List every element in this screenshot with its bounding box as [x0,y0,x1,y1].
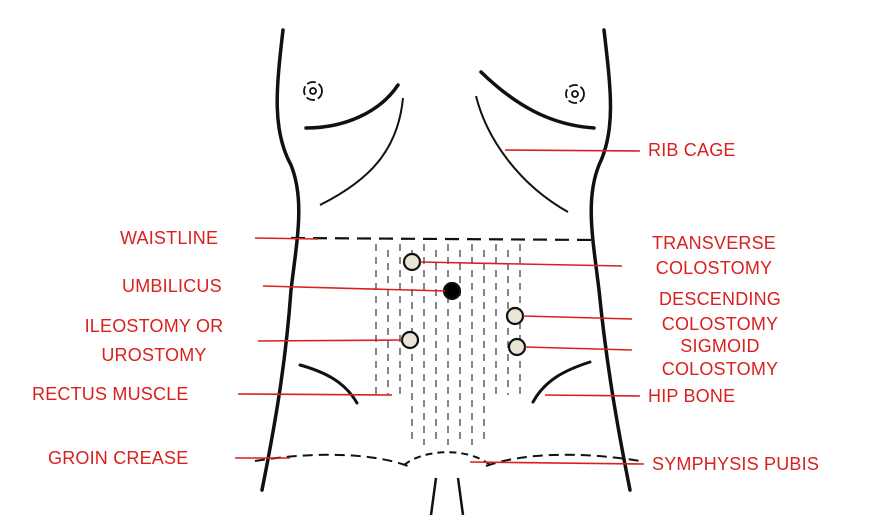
label-descending-line2: COLOSTOMY [628,314,812,334]
waistline-dashed-line [291,238,599,240]
rectus-muscle-pattern [376,244,520,445]
left-breast-curve [306,85,398,128]
label-waistline: WAISTLINE [120,228,218,248]
leader-ileostomy [258,340,402,341]
left-side-contour [262,30,299,490]
label-sigmoid-line2: COLOSTOMY [628,359,812,379]
label-transverse-line2: COLOSTOMY [626,258,802,278]
right-breast-curve [481,72,594,128]
label-symphysis-pubis: SYMPHYSIS PUBIS [652,454,819,474]
label-ileostomy-line2: UROSTOMY [56,345,252,365]
stoma-sites [402,254,525,355]
transverse-colostomy-stoma [404,254,420,270]
rib-cage-lines [320,96,568,212]
umbilicus-dot [444,283,460,299]
leader-lines [235,150,644,464]
descending-colostomy-stoma [507,308,523,324]
leader-transverse [420,262,622,266]
hip-curves [300,362,590,403]
label-ileostomy-line1: ILEOSTOMY OR [56,316,252,336]
leader-sigmoid [525,347,632,350]
label-rectus-muscle: RECTUS MUSCLE [32,384,189,404]
right-side-contour [591,30,630,490]
label-transverse-line1: TRANSVERSE [626,233,802,253]
leader-descending [523,316,632,319]
ileostomy-stoma [402,332,418,348]
label-hip-bone: HIP BONE [648,386,735,406]
leader-symphysis [470,462,644,464]
torso-outline [262,30,630,490]
leader-rectus [238,394,392,395]
label-groin-crease: GROIN CREASE [48,448,188,468]
label-descending-line1: DESCENDING [628,289,812,309]
left-hip-curve [300,365,357,403]
leader-hip-bone [545,395,640,396]
right-rib-line [476,96,568,212]
label-rib-cage: RIB CAGE [648,140,736,160]
label-sigmoid-line1: SIGMOID [628,336,812,356]
nipples [304,82,584,103]
sigmoid-colostomy-stoma [509,339,525,355]
left-nipple [304,82,322,100]
leader-waistline [255,238,318,239]
right-nipple [566,85,584,103]
leader-rib-cage [505,150,640,151]
thigh-lines [431,478,463,515]
label-umbilicus: UMBILICUS [122,276,222,296]
